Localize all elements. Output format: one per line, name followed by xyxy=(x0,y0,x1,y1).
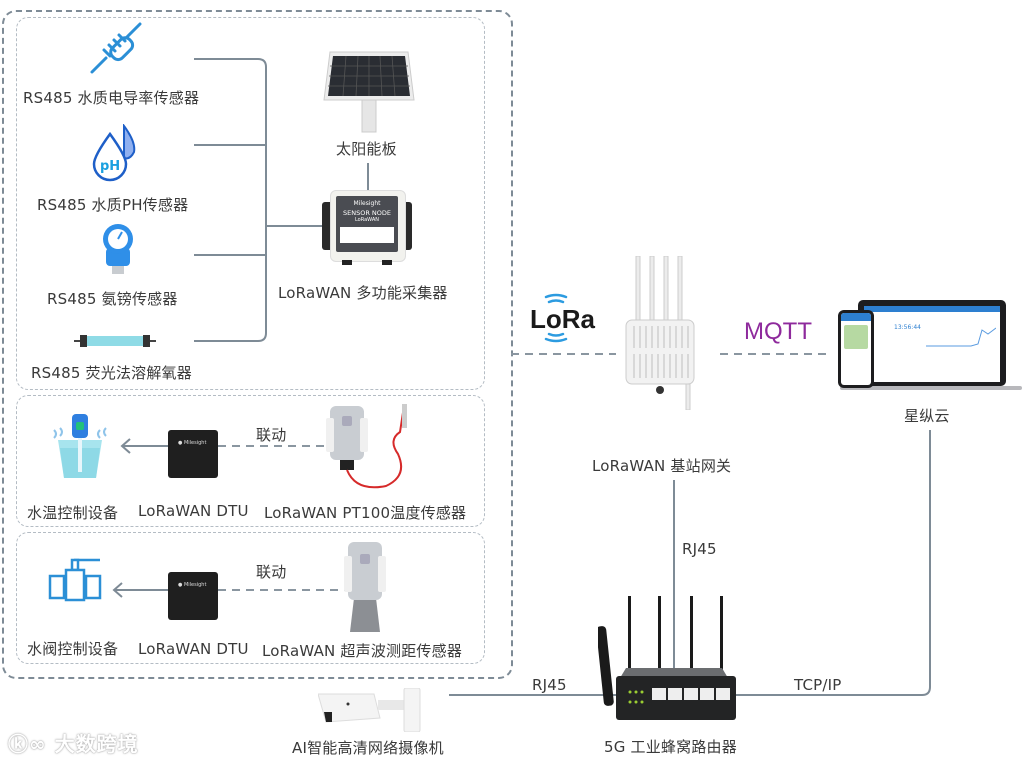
temp-control-label: 水温控制设备 xyxy=(27,504,119,522)
temp-control-group-box xyxy=(16,395,485,527)
router-cloud-line xyxy=(732,430,931,696)
conductivity-sensor-icon xyxy=(90,22,142,74)
valve-arrow-head xyxy=(112,582,123,598)
pt100-sensor-label: LoRaWAN PT100温度传感器 xyxy=(264,504,467,522)
solar-panel-icon xyxy=(323,51,415,133)
temp-arrow-head xyxy=(120,438,131,454)
valve-link-label: 联动 xyxy=(256,563,287,581)
oxygen-tube-icon xyxy=(74,335,156,347)
camera-icon xyxy=(318,688,421,732)
temp-dtu-label: LoRaWAN DTU xyxy=(138,502,249,520)
router-label: 5G 工业蜂窝路由器 xyxy=(604,738,737,756)
lora-logo: LoRa xyxy=(530,292,610,344)
sensor-node-brand: Milesight xyxy=(353,200,381,207)
edge-devices-container xyxy=(2,10,513,679)
valve-control-group-box xyxy=(16,532,485,664)
temp-link-label: 联动 xyxy=(256,426,287,444)
sensor-node-subtitle: LoRaWAN xyxy=(354,217,380,223)
sensor-group-box xyxy=(16,17,485,390)
water-heater-icon xyxy=(53,414,107,478)
ammonia-sensor-label: RS485 氨镑传感器 xyxy=(47,290,178,308)
conductivity-sensor-label: RS485 水质电导率传感器 xyxy=(23,89,200,107)
dtu-icon: ● Milesight xyxy=(168,572,218,620)
mqtt-label: MQTT xyxy=(744,318,812,345)
ph-drop-icon: pH xyxy=(92,124,136,182)
router-icon xyxy=(598,596,736,720)
lora-wave-icon xyxy=(544,293,568,343)
valve-control-label: 水阀控制设备 xyxy=(27,640,119,658)
cloud-screen-time: 13:56:44 xyxy=(894,324,921,331)
svg-text:pH: pH xyxy=(100,159,120,174)
ultrasonic-sensor-icon xyxy=(344,542,386,632)
laptop-phone-icon: 13:56:44 xyxy=(838,300,1022,392)
valve-dtu-label: LoRaWAN DTU xyxy=(138,640,249,658)
watermark-logo-icon: ⓚ∞ xyxy=(8,732,55,756)
dtu-icon: ● Milesight xyxy=(168,430,218,478)
collector-label: LoRaWAN 多功能采集器 xyxy=(278,284,448,302)
gateway-icon xyxy=(625,256,695,410)
cloud-label: 星纵云 xyxy=(904,407,950,425)
sensor-node-title: SENSOR NODE xyxy=(342,209,391,217)
router-cloud-link-label: TCP/IP xyxy=(794,676,842,694)
pt100-sensor-icon xyxy=(326,404,407,489)
oxygen-sensor-label: RS485 荧光法溶解氧器 xyxy=(31,364,192,382)
ultrasonic-sensor-label: LoRaWAN 超声波测距传感器 xyxy=(262,642,463,660)
gateway-label: LoRaWAN 基站网关 xyxy=(592,457,732,475)
pressure-gauge-icon xyxy=(103,224,133,274)
watermark: ⓚ∞ 大数跨境 xyxy=(8,732,139,756)
water-valve-icon xyxy=(48,558,102,602)
solar-panel-label: 太阳能板 xyxy=(336,140,397,158)
sensor-node-icon: Milesight SENSOR NODE LoRaWAN xyxy=(322,190,412,265)
gateway-router-link-label: RJ45 xyxy=(682,540,717,558)
camera-label: AI智能高清网络摄像机 xyxy=(292,739,444,757)
ph-sensor-label: RS485 水质PH传感器 xyxy=(37,196,189,214)
camera-router-link-label: RJ45 xyxy=(532,676,567,694)
sensor-bus-line xyxy=(194,58,267,342)
